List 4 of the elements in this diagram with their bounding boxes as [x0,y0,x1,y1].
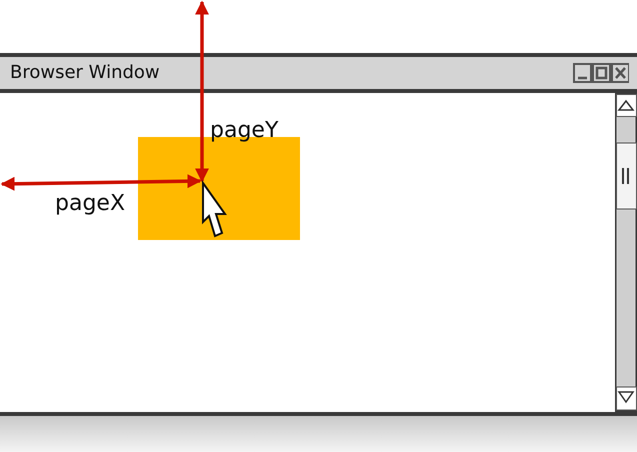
browser-window [0,53,637,416]
coordinate-label: pageX [55,191,126,216]
coordinate-label: pageY [210,118,278,143]
window-title: Browser Window [10,62,160,83]
